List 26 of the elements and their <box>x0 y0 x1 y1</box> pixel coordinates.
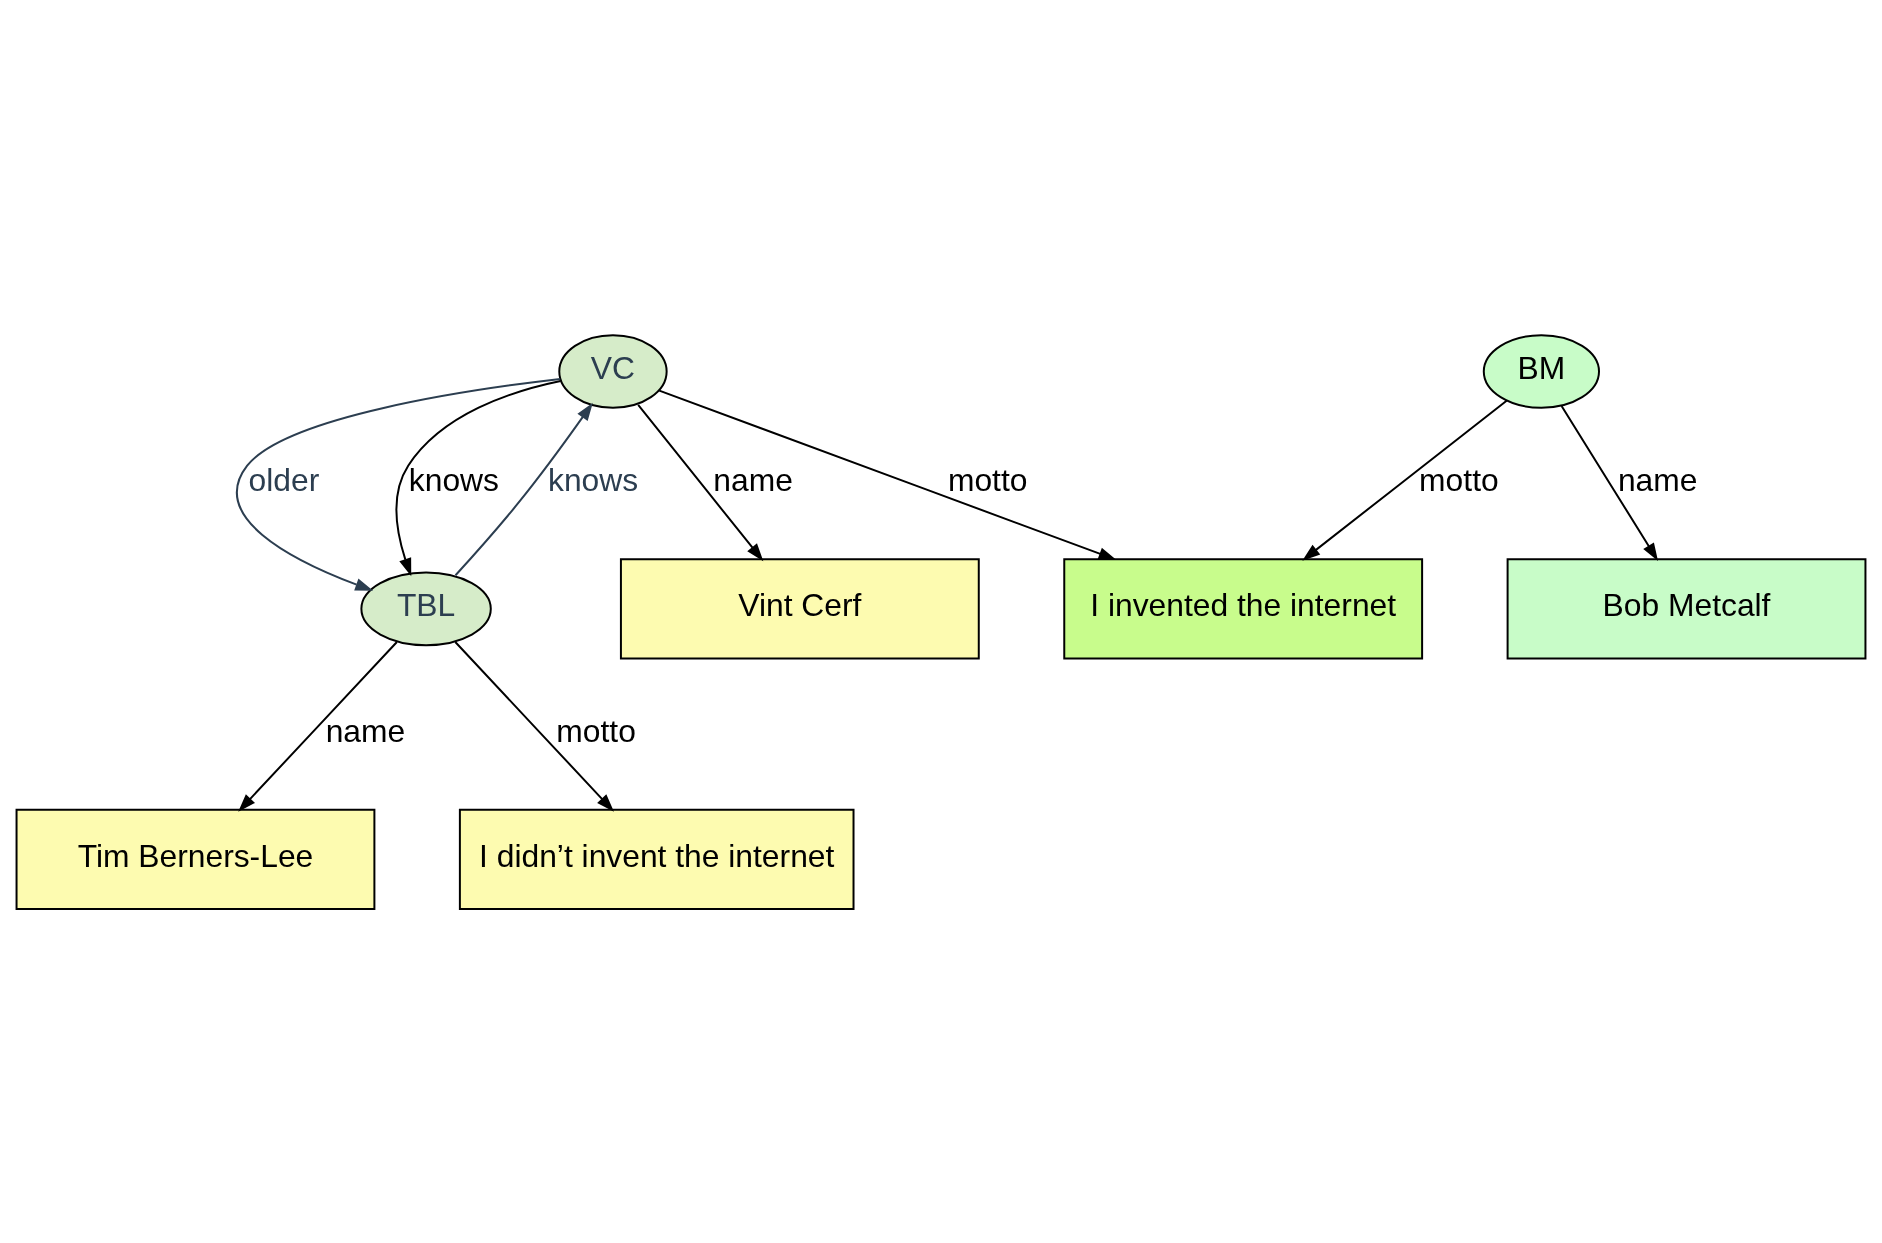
arrow <box>1560 404 1658 561</box>
node-ellipse: BM <box>1482 333 1600 409</box>
node-ellipse: TBL <box>360 571 492 646</box>
node-box: Vint Cerf <box>619 557 980 660</box>
edge-label: motto <box>556 712 636 749</box>
arrow <box>637 403 764 561</box>
arrow <box>454 640 614 812</box>
node-box: I didn’t invent the internet <box>458 808 855 910</box>
edge-label: name <box>1617 461 1698 498</box>
node-box: Bob Metcalf <box>1506 557 1867 660</box>
arrow <box>1302 399 1508 561</box>
arrow <box>235 377 562 591</box>
node-box: I invented the internet <box>1063 557 1424 660</box>
edge-label: older <box>248 461 320 498</box>
edge-label: motto <box>947 461 1028 498</box>
edge-label: name <box>325 712 406 749</box>
arrow <box>238 640 398 812</box>
edge-label: knows <box>548 461 639 498</box>
edge-label: knows <box>408 461 499 498</box>
arrow <box>658 389 1117 560</box>
node-ellipse: VC <box>558 333 668 409</box>
node-box: Tim Berners-Lee <box>15 808 376 910</box>
edge-label: motto <box>1419 461 1499 498</box>
edge-label: name <box>713 461 793 498</box>
arrow <box>395 379 562 576</box>
arrow <box>454 402 593 576</box>
